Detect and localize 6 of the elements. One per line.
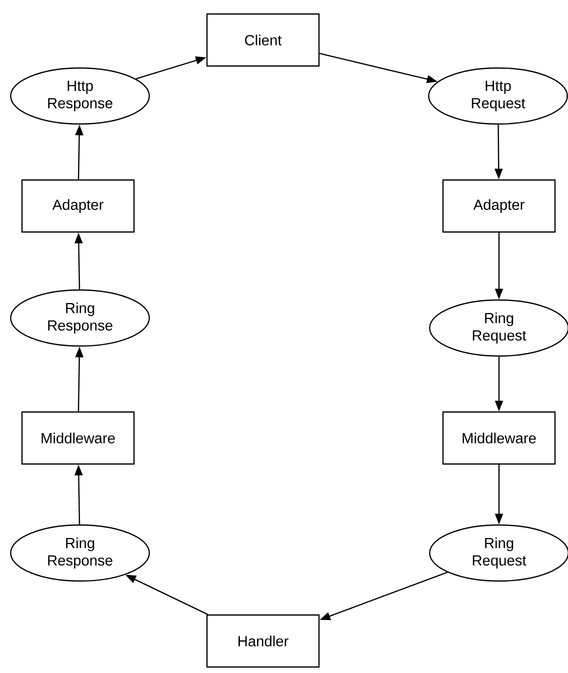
process-box: Client xyxy=(206,13,320,67)
process-box: Handler xyxy=(206,614,320,668)
process-box: Middleware xyxy=(21,411,135,465)
process-box: Middleware xyxy=(442,411,556,465)
process-box: Adapter xyxy=(21,179,135,233)
process-box: Adapter xyxy=(442,179,556,233)
